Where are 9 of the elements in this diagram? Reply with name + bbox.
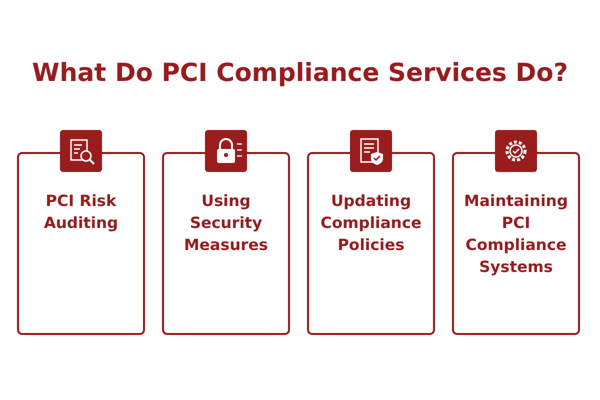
card: [307, 152, 435, 335]
card-heading: Updating Compliance Policies: [319, 191, 423, 256]
card-heading: Maintaining PCI Compliance Systems: [463, 191, 569, 278]
card: [17, 152, 145, 335]
card-heading: Using Security Measures: [182, 191, 270, 256]
title: What Do PCI Compliance Services Do?: [31, 58, 569, 87]
card: [162, 152, 290, 335]
card: [452, 152, 580, 335]
card-heading: PCI Risk Auditing: [42, 191, 120, 234]
